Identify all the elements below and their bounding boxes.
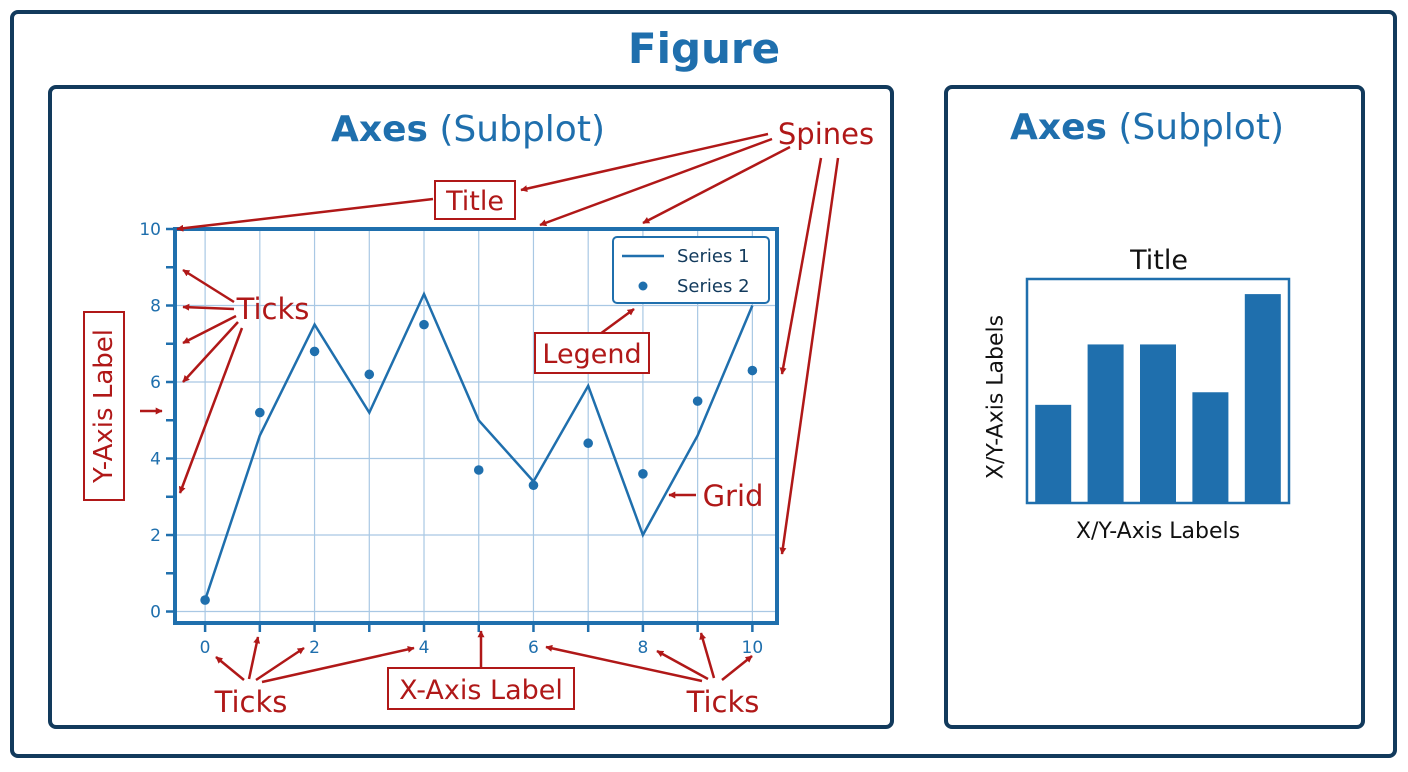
x-tick-label: 0 <box>200 638 211 658</box>
series-2-point <box>747 365 758 376</box>
left-axes-box <box>48 85 894 729</box>
left-axes-heading: Axes (Subplot) <box>331 109 605 150</box>
x-tick-label: 2 <box>309 638 320 658</box>
plot-tick-labels: 0 2 4 6 8 10 0 2 4 6 8 10 <box>139 220 763 658</box>
ticks-bottom-left-label: Ticks <box>214 685 288 719</box>
arrow-spines-3 <box>642 145 791 225</box>
arrow-ticks-br-1 <box>545 644 703 683</box>
bar <box>1087 344 1124 503</box>
legend-label: Legend <box>542 339 641 370</box>
arrow-ticks-left-2 <box>182 303 235 311</box>
x-tick-label: 10 <box>742 638 764 658</box>
y-tick-label: 4 <box>150 450 161 470</box>
arrow-ticks-br-3 <box>699 632 716 679</box>
annotation-arrows <box>140 132 840 684</box>
title-label-box <box>434 180 516 220</box>
legend-series2-label: Series 2 <box>677 276 750 297</box>
series-2-point <box>528 480 539 491</box>
y-axis-label-box <box>83 311 125 501</box>
arrow-legend <box>599 307 635 336</box>
arrow-ticks-left-4 <box>182 321 239 383</box>
figure-frame <box>10 10 1397 758</box>
left-axes-heading-bold: Axes <box>331 109 428 150</box>
arrow-ticks-bl-3 <box>255 646 305 682</box>
arrow-ticks-br-4 <box>721 655 753 681</box>
y-tick-label: 8 <box>150 297 161 317</box>
ticks-bottom-right-label: Ticks <box>686 685 760 719</box>
bar-chart-title: Title <box>1129 245 1188 276</box>
left-axes-heading-rest: (Subplot) <box>428 109 605 150</box>
ticks-left-label: Ticks <box>236 292 310 326</box>
y-tick-label: 6 <box>150 373 161 393</box>
series-2-point <box>473 465 484 475</box>
plot-legend: Series 1 Series 2 <box>612 236 770 304</box>
arrow-ticks-bl-2 <box>247 636 261 680</box>
bar <box>1244 294 1281 503</box>
legend-box <box>612 236 770 304</box>
bar-chart-frame <box>1025 277 1291 505</box>
y-axis-label: Y-Axis Label <box>89 329 119 484</box>
arrow-spines-1 <box>520 132 769 193</box>
series-2-point <box>255 407 265 418</box>
arrow-ticks-bl-1 <box>215 656 245 681</box>
y-tick-label: 0 <box>150 603 161 623</box>
series-2-point <box>638 469 648 479</box>
x-tick-label: 6 <box>528 638 539 658</box>
bar-chart-x-label: X/Y-Axis Labels <box>1076 519 1240 544</box>
bar <box>1035 404 1072 503</box>
series-2-point <box>692 396 703 406</box>
arrow-spines-5 <box>779 157 840 555</box>
arrow-title <box>176 197 434 232</box>
legend-series1-label: Series 1 <box>677 246 750 267</box>
y-tick-label: 2 <box>150 526 161 546</box>
arrow-ticks-left-1 <box>182 268 235 304</box>
legend-dot-swatch <box>638 281 648 291</box>
series-2-point <box>200 595 210 605</box>
plot-spines <box>173 227 779 625</box>
series-2-point <box>309 346 320 357</box>
title-label: Title <box>445 186 504 217</box>
right-axes-heading-bold: Axes <box>1010 107 1107 148</box>
right-axes-heading-rest: (Subplot) <box>1107 107 1284 148</box>
bar-chart-bars <box>1035 294 1281 503</box>
arrow-ticks-bl-4 <box>261 645 415 684</box>
arrow-spines-4 <box>779 157 823 375</box>
arrow-ticks-left-5 <box>178 327 244 494</box>
x-axis-label: X-Axis Label <box>399 675 563 706</box>
series-2-point <box>583 438 593 449</box>
figure-title: Figure <box>628 24 780 73</box>
bar <box>1192 392 1229 503</box>
spines-label: Spines <box>778 117 874 151</box>
arrow-ticks-br-2 <box>656 649 709 681</box>
series-2-point <box>419 319 429 330</box>
x-tick-label: 8 <box>638 638 649 658</box>
annotation-labels: Title Spines Ticks Y-Axis Label Legend G… <box>83 117 874 719</box>
y-tick-label: 10 <box>139 220 161 240</box>
right-axes-box <box>944 85 1365 729</box>
plot-series <box>200 290 758 605</box>
legend-label-box <box>534 332 650 374</box>
x-axis-label-box <box>387 667 575 710</box>
series-2-point <box>364 369 375 380</box>
x-tick-label: 4 <box>419 638 430 658</box>
bar <box>1140 344 1176 503</box>
arrow-ticks-left-3 <box>182 314 237 345</box>
arrow-spines-2 <box>539 137 773 227</box>
bar-chart-y-label: X/Y-Axis Labels <box>984 315 1009 479</box>
grid-label: Grid <box>703 479 764 513</box>
right-axes-heading: Axes (Subplot) <box>1010 107 1284 148</box>
series-1-line <box>203 290 754 601</box>
